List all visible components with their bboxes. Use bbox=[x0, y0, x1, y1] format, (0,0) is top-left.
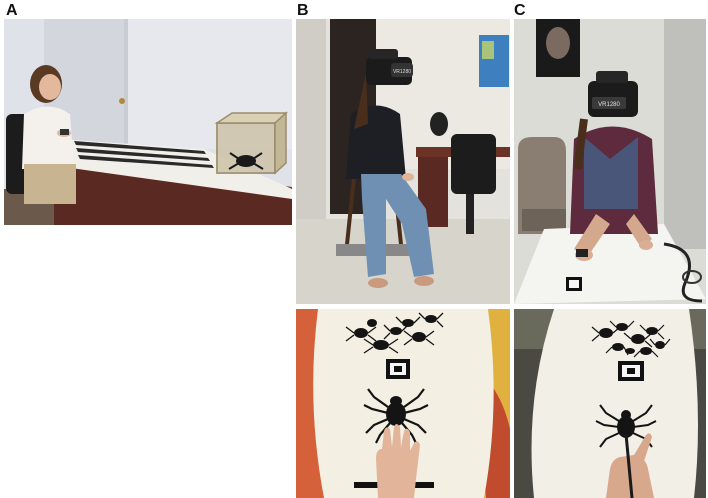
photo-b-virtual-spiders bbox=[296, 309, 510, 498]
photo-c-illustration: VR1280 bbox=[514, 19, 706, 304]
photo-a-illustration bbox=[4, 19, 292, 225]
photo-c-participant-hmd: VR1280 bbox=[514, 19, 706, 304]
hmd-label-c: VR1280 bbox=[598, 102, 620, 108]
panel-label-c: C bbox=[514, 2, 526, 19]
photo-c-vr-illustration bbox=[514, 309, 706, 498]
hmd-label-b: VR1280 bbox=[393, 69, 411, 75]
photo-b-illustration: VR1280 bbox=[296, 19, 510, 304]
photo-b-participant-hmd: VR1280 bbox=[296, 19, 510, 304]
photo-a-real-spider-setup bbox=[4, 19, 292, 225]
panel-label-a: A bbox=[6, 2, 18, 19]
photo-c-virtual-spiders bbox=[514, 309, 706, 498]
photo-b-vr-illustration bbox=[296, 309, 510, 498]
panel-label-b: B bbox=[297, 2, 309, 19]
